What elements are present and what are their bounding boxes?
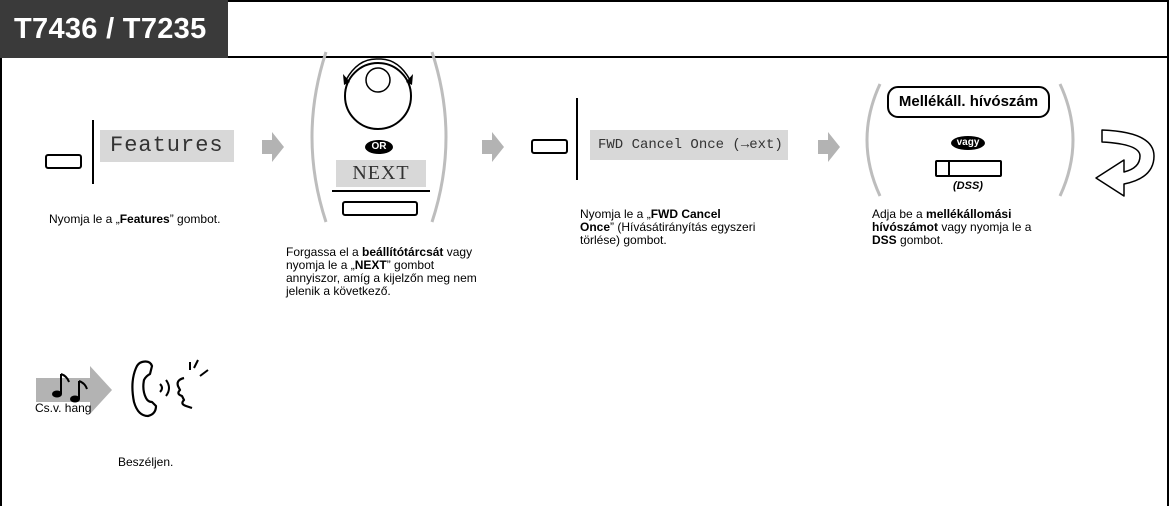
step3-caption: Nyomja le a „FWD Cancel Once” (Hívásátir… xyxy=(580,208,755,247)
music-note-icon xyxy=(52,373,88,403)
extension-number-key: Mellékáll. hívószám xyxy=(887,86,1050,118)
tone-label-text: Cs.v. hang xyxy=(35,401,92,415)
step5-caption-text: Beszéljen. xyxy=(118,455,174,469)
features-display: Features xyxy=(100,130,234,162)
next-button-icon xyxy=(342,201,418,216)
step1-caption: Nyomja le a „Features” gombot. xyxy=(49,213,220,226)
step2-caption-l1-bold: beállítótárcsát xyxy=(362,245,444,259)
page-left-border xyxy=(0,58,2,506)
arrow-right-icon xyxy=(818,132,840,162)
fwd-display: FWD Cancel Once (→ext) xyxy=(590,130,788,160)
next-display: NEXT xyxy=(336,160,426,187)
step1-caption-pre: Nyomja le a „ xyxy=(49,212,120,226)
vagy-badge-text: vagy xyxy=(956,137,980,148)
step4-caption: Adja be a mellékállomási hívószámot vagy… xyxy=(872,208,1031,247)
step4-caption-l2-bold: hívószámot xyxy=(872,220,939,234)
left-parenthesis-icon xyxy=(865,83,882,197)
step3-caption-l2-post: ” (Hívásátirányítás egyszeri xyxy=(610,220,756,234)
arrow-right-icon xyxy=(262,132,284,162)
dss-label: (DSS) xyxy=(953,180,983,192)
fwd-display-text: FWD Cancel Once (→ext) xyxy=(598,137,783,153)
step2-caption-l4: jelenik a következő. xyxy=(286,284,391,298)
tone-arrow-icon xyxy=(36,366,112,414)
handset-talk-icon xyxy=(131,359,209,418)
next-display-text: NEXT xyxy=(352,162,410,184)
step2-caption-l2-bold: NEXT xyxy=(354,258,387,272)
step4-caption-l1-bold: mellékállomási xyxy=(926,207,1012,221)
features-button-icon xyxy=(45,154,82,169)
next-divider xyxy=(332,190,430,192)
step1-caption-post: ” gombot. xyxy=(169,212,221,226)
jog-dial-icon xyxy=(343,58,413,130)
page-title: T7436 / T7235 xyxy=(0,0,228,58)
extension-number-label: Mellékáll. hívószám xyxy=(898,93,1039,110)
step5-caption: Beszéljen. xyxy=(118,456,173,469)
right-parenthesis-icon xyxy=(430,51,448,223)
step4-caption-l3-post: gombot. xyxy=(896,233,944,247)
arrow-right-icon xyxy=(482,132,504,162)
step3-caption-l1-bold: FWD Cancel xyxy=(650,207,721,221)
step4-caption-l2-post: vagy nyomja le a xyxy=(938,220,1032,234)
left-parenthesis-icon xyxy=(310,51,328,223)
step2-caption-l2-pre: nyomja le a „ xyxy=(286,258,355,272)
step2-caption-l1-pre: Forgassa el a xyxy=(286,245,363,259)
fwd-button-icon xyxy=(531,139,568,154)
step2-caption-l2-post: ” gombot xyxy=(386,258,435,272)
step2-caption-l3: annyiszor, amíg a kijelzőn meg nem xyxy=(286,271,477,285)
step4-caption-l1-pre: Adja be a xyxy=(872,207,927,221)
title-rule xyxy=(228,56,1169,58)
dss-button-icon xyxy=(935,160,1002,177)
step2-caption: Forgassa el a beállítótárcsát vagy nyomj… xyxy=(286,246,477,298)
step3-caption-l1-pre: Nyomja le a „ xyxy=(580,207,651,221)
tone-label: Cs.v. hang xyxy=(35,401,91,415)
or-badge: vagy xyxy=(951,136,985,150)
step1-caption-bold: Features xyxy=(119,212,170,226)
dss-button-divider xyxy=(948,160,950,177)
step4-caption-l3-bold: DSS xyxy=(872,233,897,247)
button-divider xyxy=(576,98,578,180)
features-display-text: Features xyxy=(110,133,224,158)
return-arrow-icon xyxy=(1095,129,1155,197)
dss-label-text: (DSS) xyxy=(953,180,983,192)
button-divider xyxy=(92,120,94,184)
step2-caption-l1-post: vagy xyxy=(443,245,473,259)
or-badge: OR xyxy=(365,140,393,154)
step3-caption-l3: törlése) gombot. xyxy=(580,233,667,247)
right-parenthesis-icon xyxy=(1058,83,1075,197)
step3-caption-l2-bold: Once xyxy=(580,220,611,234)
or-badge-text: OR xyxy=(371,141,387,152)
